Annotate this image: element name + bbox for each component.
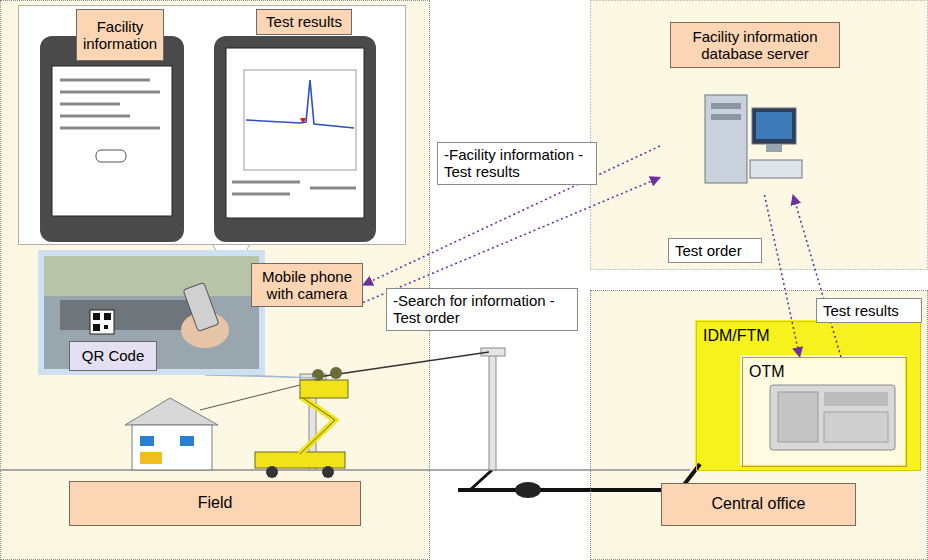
cable-riser <box>470 470 492 490</box>
edge-label: -Facility information -Test results <box>437 142 597 185</box>
qr-module <box>93 324 100 331</box>
office-ground <box>590 290 928 560</box>
screen-line <box>60 79 150 82</box>
server-panel <box>591 1 928 270</box>
qr-module <box>104 325 108 329</box>
worker <box>312 369 324 381</box>
otdr-trace <box>246 80 354 128</box>
server-desk-unit <box>750 160 802 178</box>
phone-body <box>40 36 184 242</box>
screen-line <box>232 193 290 196</box>
label-box: Facility information <box>76 9 164 61</box>
truck-bucket <box>300 380 348 398</box>
screen-line <box>310 187 356 190</box>
device-slot <box>824 392 888 406</box>
monitor-screen <box>756 112 792 139</box>
label-box: Mobile phone with camera <box>251 263 363 307</box>
server-bay <box>711 103 741 109</box>
box-label: Test results <box>266 13 342 30</box>
worker <box>330 367 342 379</box>
box-label: QR Code <box>82 347 145 364</box>
box-label: Mobile phone with camera <box>256 268 358 303</box>
dotted-arrow <box>793 195 841 357</box>
screenshot-panel <box>19 6 406 245</box>
field-region: Field Mobile phone with camera QR Code Faci… <box>0 0 430 560</box>
label-box: QR Code <box>69 341 157 371</box>
truck-boom <box>300 396 335 454</box>
trace-frame <box>244 70 356 170</box>
utility-pole <box>489 352 496 470</box>
edge-label: Test order <box>668 238 762 263</box>
qr-module <box>93 313 100 320</box>
office-region: Central office IDM/FTM OTM <box>590 290 928 560</box>
photo-frame <box>38 250 265 375</box>
drop-wire <box>200 382 312 410</box>
server-bay <box>711 114 741 120</box>
qr-code <box>90 310 114 334</box>
monitor-stand <box>766 144 782 152</box>
screen-line <box>232 181 300 184</box>
screen-line <box>60 103 120 106</box>
label-box: Test results <box>256 9 352 35</box>
phone-screen <box>52 66 172 216</box>
otm-device <box>770 385 895 450</box>
otm-box: OTM <box>742 357 907 467</box>
device-slot <box>824 412 888 442</box>
photo-background <box>44 256 259 296</box>
house-car <box>140 452 162 464</box>
field-ground <box>0 0 430 560</box>
ground-line <box>0 469 690 471</box>
trace-marker <box>300 118 306 124</box>
house-wall <box>132 425 212 470</box>
otm-fill <box>740 355 905 465</box>
phone-body <box>214 36 376 242</box>
truck-wheel <box>266 466 278 478</box>
screen-button <box>96 150 126 162</box>
region-label: Facility information database server <box>670 22 840 68</box>
server-tower <box>705 95 747 183</box>
phone-screen <box>226 48 364 218</box>
cable-closure <box>515 482 541 498</box>
house-window <box>180 436 194 446</box>
edge-label: -Search for information -Test order <box>386 288 578 331</box>
dotted-arrow <box>363 178 660 303</box>
house-roof <box>125 398 218 425</box>
region-label: Field <box>69 481 361 526</box>
group-label: IDM/FTM <box>703 327 770 345</box>
screen-line <box>60 115 130 118</box>
qr-module <box>104 313 111 320</box>
house-window <box>140 436 154 446</box>
region-label: Central office <box>661 483 856 526</box>
dotted-arrow <box>765 195 800 357</box>
idm-fill <box>695 320 920 470</box>
boom-outline <box>300 396 335 454</box>
screen-line <box>60 91 160 94</box>
truck-body <box>255 452 345 468</box>
group-label: OTM <box>749 363 785 381</box>
server-monitor <box>752 108 796 144</box>
edge-label: Test results <box>816 298 922 323</box>
truck-wheel <box>322 466 334 478</box>
server-node: Facility information database server <box>660 20 850 195</box>
photo-phone <box>183 283 219 332</box>
device-panel <box>778 392 818 442</box>
idm-ftm-box: IDM/FTM OTM <box>696 321 921 471</box>
box-label: Facility information <box>81 18 159 53</box>
screen-line <box>60 127 160 130</box>
callout-tail <box>205 375 316 378</box>
aerial-cable <box>318 352 489 377</box>
